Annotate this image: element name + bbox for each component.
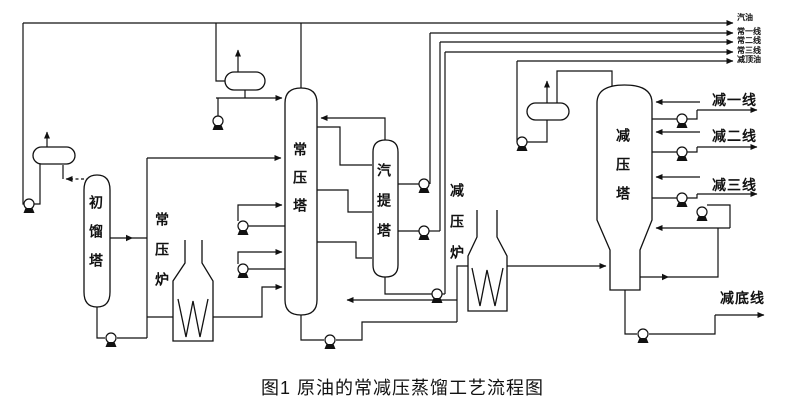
pump-icon — [236, 220, 250, 236]
atmospheric-tower-shape — [284, 87, 318, 316]
pump-icon — [104, 332, 118, 348]
label-initial-tower: 初馏塔 — [88, 195, 104, 282]
pump-icon — [22, 198, 36, 214]
condenser-drum-atmospheric — [224, 71, 266, 91]
vacuum-tower-shape — [596, 84, 653, 291]
pump-icon — [323, 334, 337, 350]
pump-icon — [675, 113, 689, 129]
label-atmospheric-furnace: 常压炉 — [154, 212, 170, 302]
label-vacuum-side-3: 减三线 — [712, 177, 757, 193]
label-stripper-tower: 汽提塔 — [376, 163, 392, 253]
figure-caption: 图1 原油的常减压蒸馏工艺流程图 — [260, 378, 544, 398]
pump-icon — [417, 178, 431, 194]
furnace-coil-icon — [177, 298, 209, 338]
flow-arrows — [126, 234, 669, 281]
pump-icon — [417, 225, 431, 241]
pump-icon — [515, 136, 529, 152]
piping-lines — [22, 20, 765, 341]
stripper-tower-shape — [372, 139, 399, 278]
condenser-drum-initial — [32, 146, 76, 165]
atmospheric-furnace-shape — [172, 240, 214, 342]
label-vacuum-side-2: 减二线 — [712, 128, 757, 144]
label-top-line-3: 常三线 — [737, 46, 761, 55]
vacuum-furnace-shape — [467, 210, 508, 312]
pump-icon — [430, 288, 444, 304]
pump-icon — [675, 146, 689, 162]
pump-icon — [636, 328, 650, 344]
furnace-coil-icon — [471, 267, 504, 307]
label-top-line-1: 常一线 — [737, 27, 761, 36]
label-vacuum-bottom-line: 减底线 — [720, 290, 765, 306]
label-vacuum-furnace: 减压炉 — [449, 183, 465, 276]
label-top-line-vacuum-overhead: 减顶油 — [737, 55, 761, 64]
label-top-line-2: 常二线 — [737, 36, 761, 45]
label-top-line-gasoline: 汽油 — [737, 13, 753, 22]
label-vacuum-tower: 减压塔 — [615, 128, 631, 215]
pump-icon — [211, 115, 225, 131]
pump-icon — [236, 263, 250, 279]
condenser-drum-vacuum — [526, 102, 570, 121]
label-vacuum-side-1: 减一线 — [712, 92, 757, 108]
label-atmospheric-tower: 常压塔 — [292, 142, 308, 226]
pump-icon — [695, 206, 709, 222]
initial-tower-shape — [83, 174, 111, 308]
pump-icon — [675, 192, 689, 208]
